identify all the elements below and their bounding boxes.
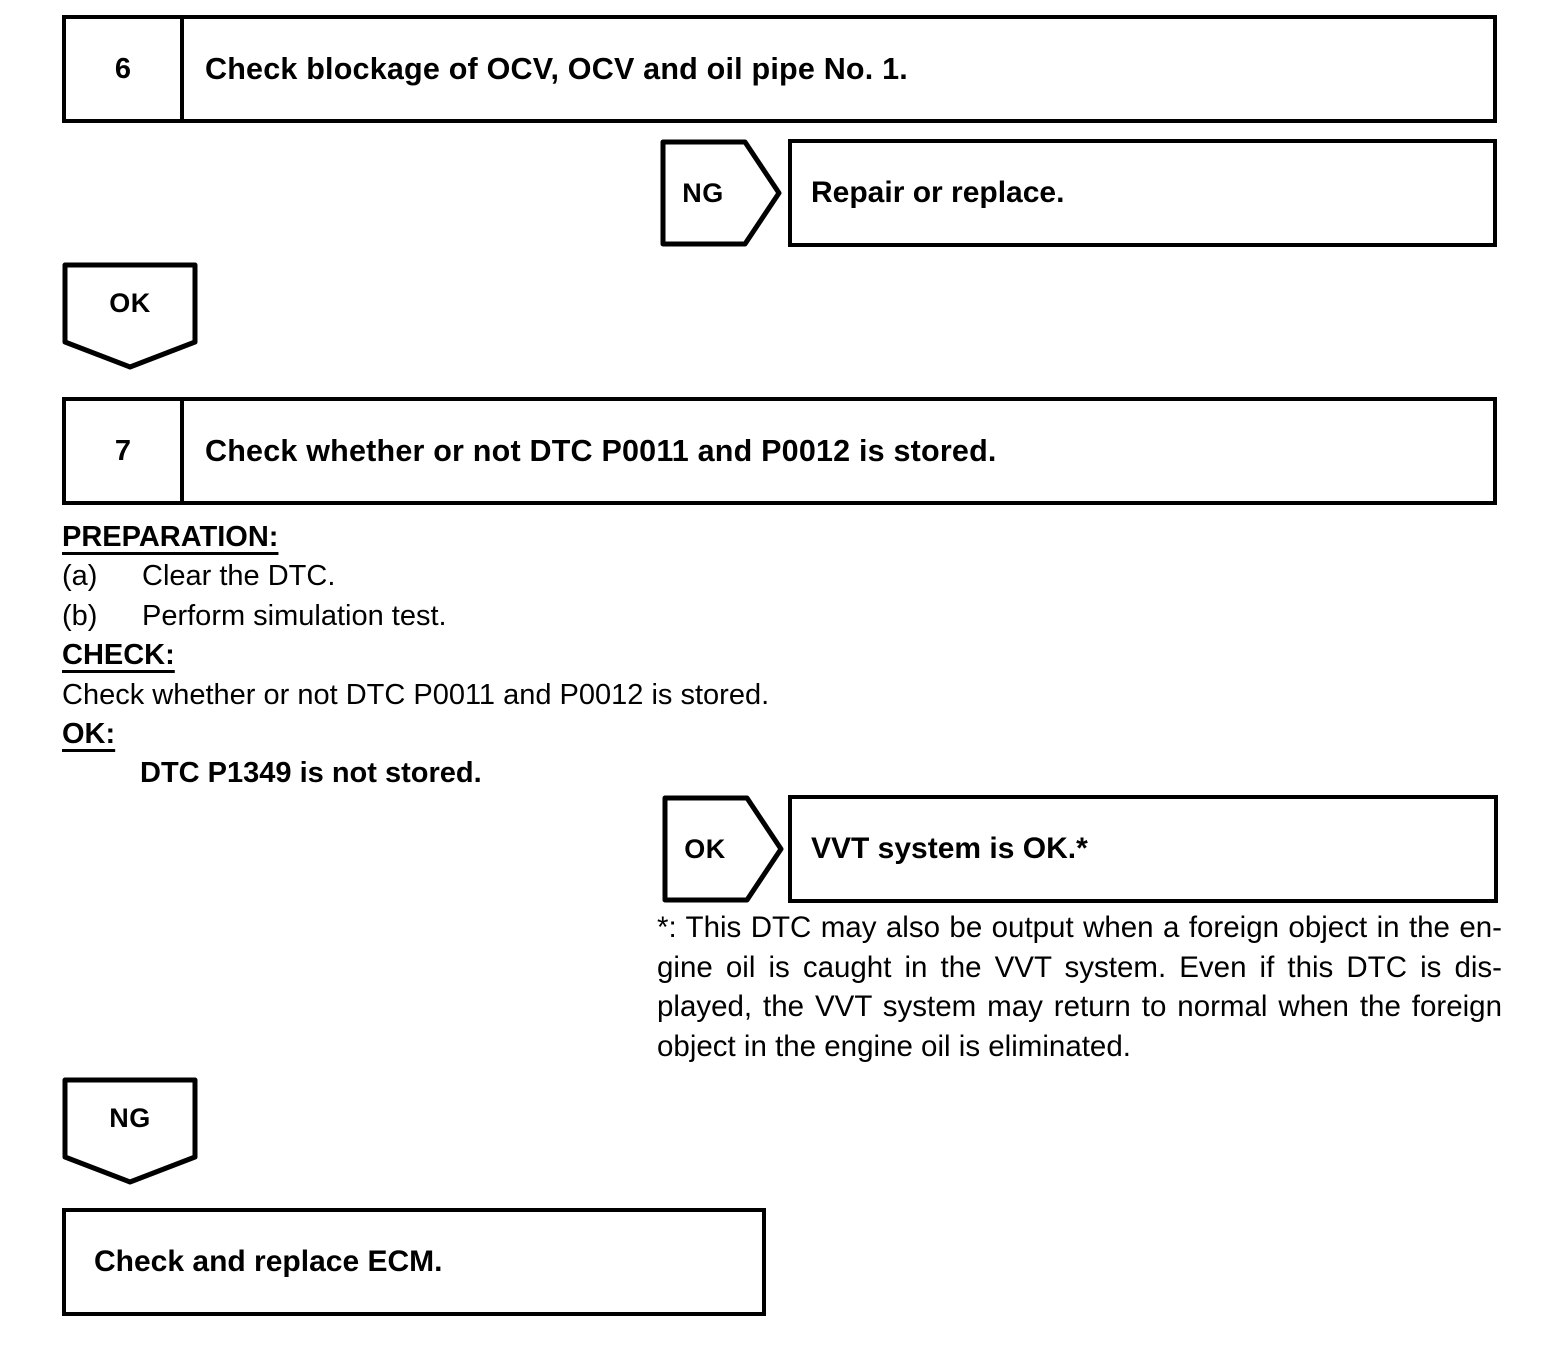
ok-heading: OK: xyxy=(62,718,116,751)
footnote-line: gine oil is caught in the VVT system. Ev… xyxy=(657,950,1502,984)
ng-down-connector: NG xyxy=(62,1077,198,1185)
footnote-line: *: This DTC may also be output when a fo… xyxy=(657,911,1502,944)
ok-down-connector: OK xyxy=(62,262,198,370)
check-heading: CHECK: xyxy=(62,639,175,672)
list-item-b: (b) Perform simulation test. xyxy=(62,597,1002,636)
ok-right-connector: OK xyxy=(662,795,784,903)
step-7-number: 7 xyxy=(66,401,184,501)
footnote: *: This DTC may also be output when a fo… xyxy=(657,908,1502,1066)
step-6-title: Check blockage of OCV, OCV and oil pipe … xyxy=(205,51,908,86)
list-marker-b: (b) xyxy=(62,599,98,632)
step-6-number: 6 xyxy=(66,19,184,119)
list-text-b: Perform simulation test. xyxy=(142,599,447,632)
list-marker-a: (a) xyxy=(62,560,98,593)
ng-connector-label: NG xyxy=(109,1102,151,1133)
check-text: Check whether or not DTC P0011 and P0012… xyxy=(62,678,770,711)
ok-condition-text: DTC P1349 is not stored. xyxy=(140,757,482,790)
list-item-a: (a) Clear the DTC. xyxy=(62,557,1002,596)
ok-connector-label: OK xyxy=(684,833,726,864)
ng-connector-label: NG xyxy=(682,177,724,208)
footnote-line: object in the engine oil is eliminated. xyxy=(657,1029,1131,1063)
footnote-line: played, the VVT system may return to nor… xyxy=(657,990,1502,1024)
repair-result-box: Repair or replace. xyxy=(788,139,1497,247)
ng-right-connector: NG xyxy=(660,139,782,247)
step-6-box: 6 Check blockage of OCV, OCV and oil pip… xyxy=(62,15,1497,123)
pentagon-right-icon xyxy=(660,139,782,247)
vvt-result-box: VVT system is OK.* xyxy=(788,795,1498,903)
ecm-result-text: Check and replace ECM. xyxy=(94,1245,443,1278)
pentagon-down-icon xyxy=(62,1077,198,1185)
preparation-row: PREPARATION: xyxy=(62,518,1002,557)
check-row: CHECK: xyxy=(62,636,1002,675)
list-text-a: Clear the DTC. xyxy=(142,560,336,593)
step-7-box: 7 Check whether or not DTC P0011 and P00… xyxy=(62,397,1497,505)
step-7-title: Check whether or not DTC P0011 and P0012… xyxy=(205,433,997,468)
vvt-result-text: VVT system is OK.* xyxy=(811,832,1088,865)
repair-result-text: Repair or replace. xyxy=(811,176,1065,209)
ok-connector-label: OK xyxy=(109,287,151,318)
pentagon-right-icon xyxy=(662,795,784,903)
ecm-result-box: Check and replace ECM. xyxy=(62,1208,766,1316)
pentagon-down-icon xyxy=(62,262,198,370)
preparation-heading: PREPARATION: xyxy=(62,521,279,553)
ok-row: OK: xyxy=(62,715,1002,754)
details-section: PREPARATION: (a) Clear the DTC. (b) Perfor… xyxy=(62,518,1002,794)
